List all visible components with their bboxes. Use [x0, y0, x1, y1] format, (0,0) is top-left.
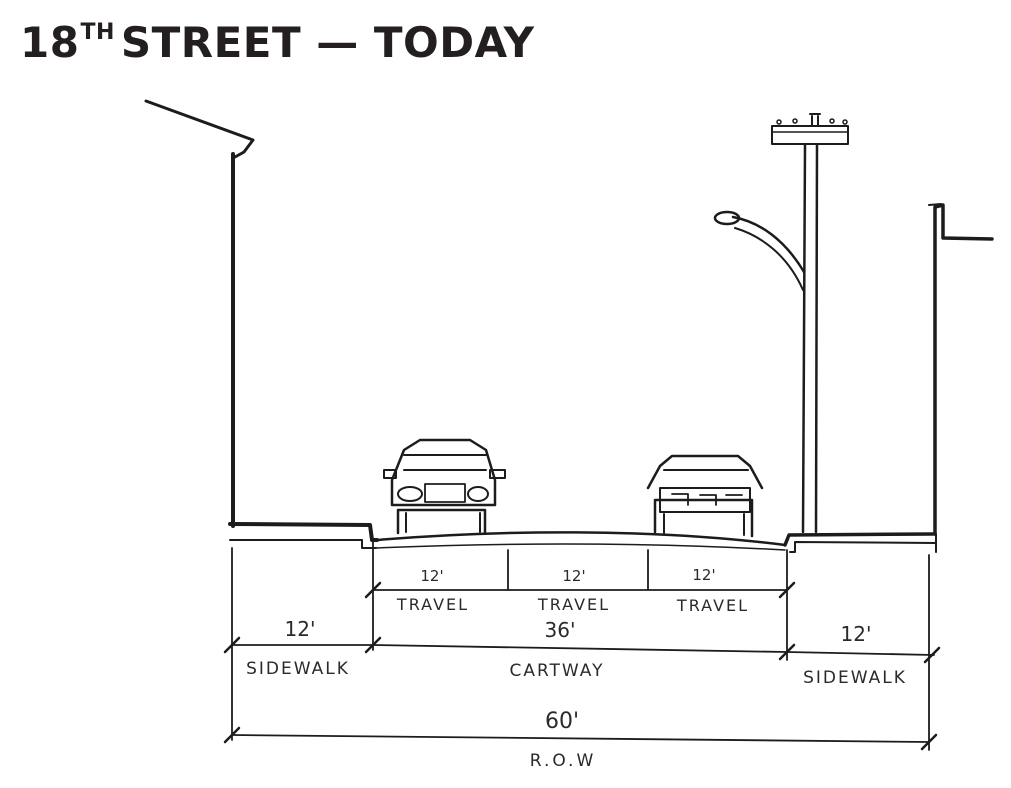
lane-2-label: TRAVEL: [537, 595, 610, 614]
row-label: R.O.W: [530, 751, 597, 771]
lane-3-label: TRAVEL: [676, 596, 749, 615]
title-superscript: TH: [80, 20, 115, 45]
left-car: [383, 438, 506, 535]
dimension-lines: [231, 539, 935, 751]
right-car: [646, 454, 764, 538]
right-sidewalk-width: 12': [841, 622, 872, 646]
cartway-width: 36': [545, 618, 576, 642]
right-sidewalk-label: SIDEWALK: [803, 668, 907, 688]
left-sidewalk-width: 12': [285, 617, 316, 641]
lane-1-label: TRAVEL: [396, 595, 469, 614]
dimension-ticks: [223, 581, 941, 751]
lane-3-width: 12': [692, 566, 715, 584]
row-width: 60': [545, 709, 579, 734]
left-building: [144, 99, 255, 528]
left-sidewalk-label: SIDEWALK: [246, 659, 350, 679]
right-building: [928, 203, 994, 536]
title-rest: STREET — TODAY: [120, 18, 535, 67]
title-number: 18: [20, 18, 80, 67]
lane-1-width: 12': [420, 567, 443, 585]
lane-2-width: 12': [562, 567, 585, 585]
street-light-pole: [713, 113, 849, 534]
cartway-label: CARTWAY: [509, 661, 604, 681]
ground-profile: [228, 522, 937, 553]
